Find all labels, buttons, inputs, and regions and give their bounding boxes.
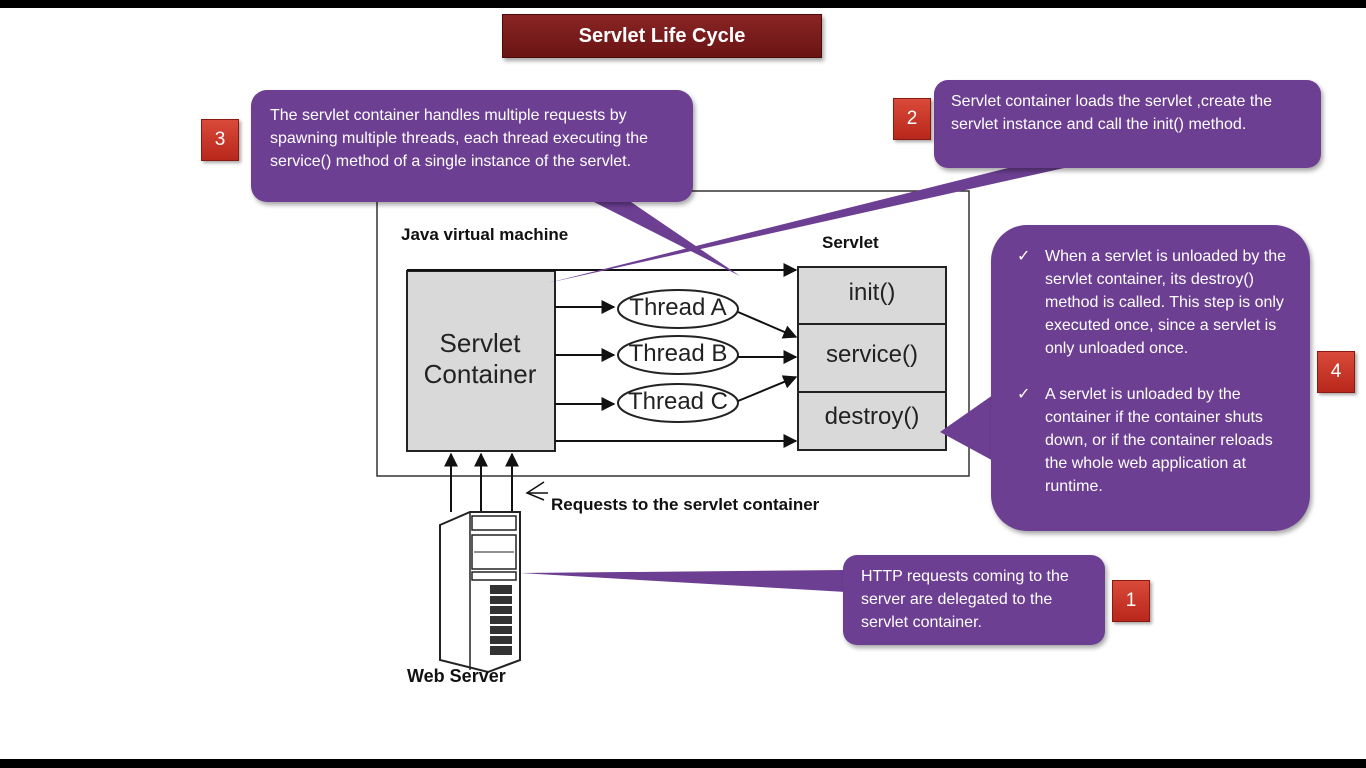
check-icon: ✓ [1017,248,1031,265]
callout-3-pointer [590,200,740,276]
service-box [797,323,947,393]
callout-1-pointer [520,570,846,592]
callout-step-4-item-text: A servlet is unloaded by the container i… [1045,386,1273,495]
check-icon: ✓ [1017,386,1031,403]
callout-2-pointer [548,160,1100,283]
callout-step-2-text: Servlet container loads the servlet ,cre… [951,93,1273,133]
thread-c-label: Thread C [627,388,729,415]
web-server-label: Web Server [407,666,506,686]
step-2-badge: 2 [893,98,931,140]
requests-label: Requests to the servlet container [551,495,820,514]
step-3-badge: 3 [201,119,239,161]
callout-step-4-item-text: When a servlet is unloaded by the servle… [1045,248,1287,357]
servlet-container-label: Servlet Container [423,328,537,389]
callout-step-1: HTTP requests coming to the server are d… [843,555,1105,645]
thread-a-label: Thread A [629,294,727,321]
thread-b-label: Thread B [628,340,728,367]
destroy-box [797,391,947,451]
server-icon [439,511,521,674]
top-border [0,0,1366,8]
thread-b-ellipse [617,335,739,375]
callout-step-3-text: The servlet container handles multiple r… [270,107,649,170]
page-title: Servlet Life Cycle [502,14,822,58]
callout-step-4: ✓ When a servlet is unloaded by the serv… [991,225,1310,531]
step-4-badge: 4 [1317,351,1355,393]
jvm-label: Java virtual machine [401,225,569,244]
thread-c-ellipse [617,383,739,423]
callout-step-4-item: ✓ When a servlet is unloaded by the serv… [1017,245,1294,360]
callout-step-3: The servlet container handles multiple r… [251,90,693,202]
callout-step-2: Servlet container loads the servlet ,cre… [934,80,1321,168]
init-method-label: init() [848,279,896,306]
servlet-header-label: Servlet [822,233,879,252]
servlet-container-box [406,270,556,452]
step-1-badge: 1 [1112,580,1150,622]
callout-step-4-item: ✓ A servlet is unloaded by the container… [1017,383,1294,498]
destroy-method-label: destroy() [824,403,920,430]
service-method-label: service() [825,341,918,368]
thread-a-ellipse [617,289,739,329]
callout-step-1-text: HTTP requests coming to the server are d… [861,568,1069,631]
bottom-border [0,759,1366,768]
